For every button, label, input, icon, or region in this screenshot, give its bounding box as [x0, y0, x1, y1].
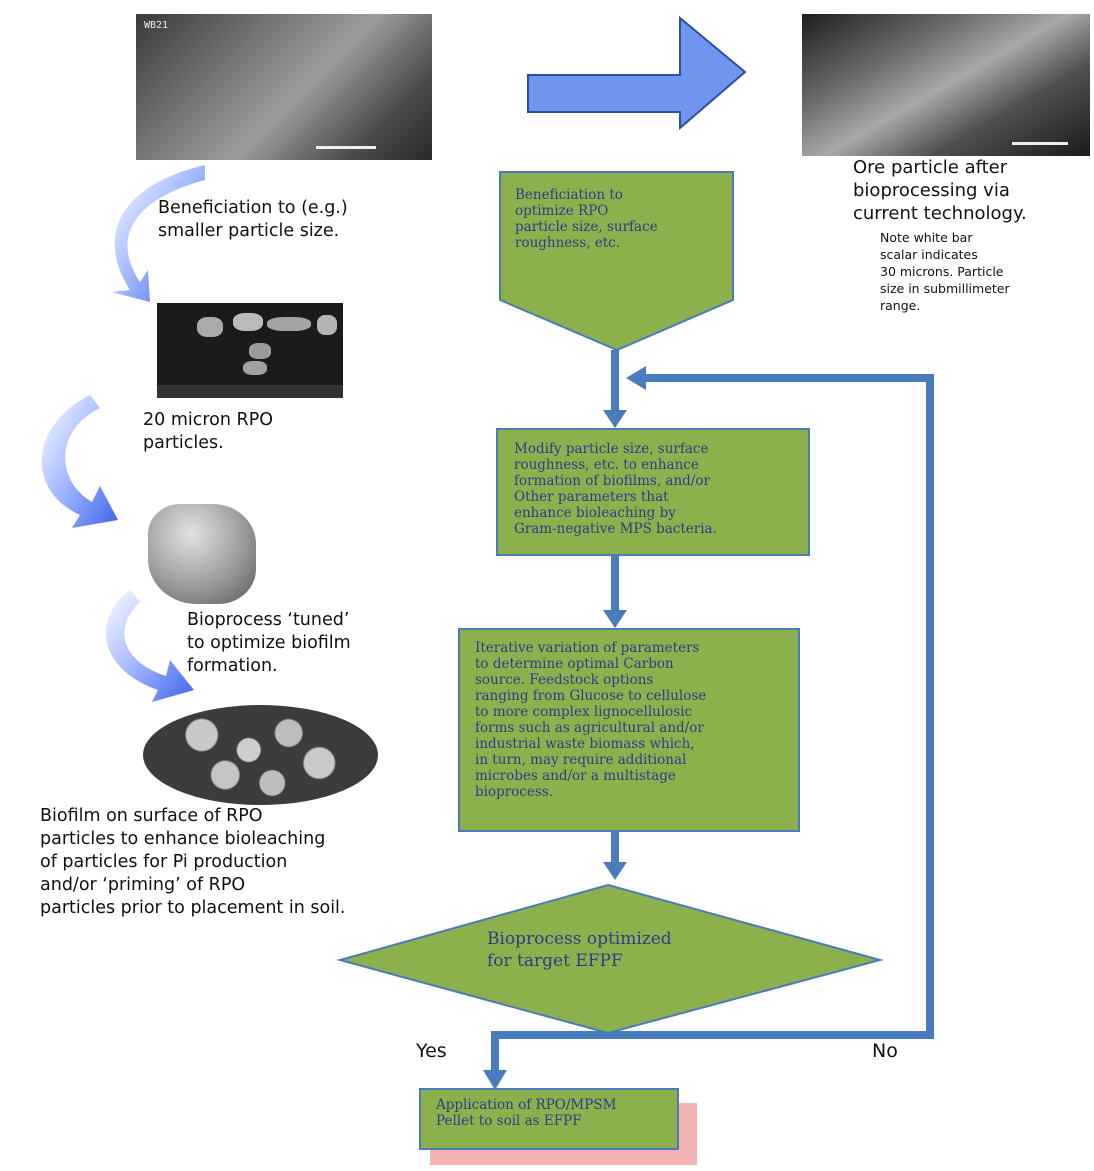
scale-bar	[1012, 142, 1068, 145]
sem-image-single-particle	[148, 504, 256, 604]
no-label: No	[872, 1040, 898, 1062]
final-text: Application of RPO/MPSM Pellet to soil a…	[436, 1097, 617, 1129]
sem-image-ore-after	[802, 14, 1090, 156]
sem-image-rpo-particles	[157, 303, 343, 398]
caption-ore-after: Ore particle after bioprocessing via cur…	[853, 157, 1027, 224]
caption-note-scale: Note white bar scalar indicates 30 micro…	[880, 230, 1010, 313]
step3-box	[458, 628, 800, 832]
step2-box	[496, 428, 810, 556]
curved-arrow-1	[112, 165, 205, 302]
final-box	[419, 1088, 679, 1150]
yes-label: Yes	[416, 1040, 447, 1062]
sem-label: WB21	[144, 20, 169, 31]
caption-biofilm: Biofilm on surface of RPO particles to e…	[40, 806, 346, 918]
decision-text: Bioprocess optimized for target EFPF	[487, 929, 672, 971]
decision-diamond	[336, 883, 884, 1035]
step1-shape	[499, 171, 734, 352]
step2-text: Modify particle size, surface roughness,…	[514, 441, 717, 537]
caption-bioprocess-tuned: Bioprocess ‘tuned’ to optimize biofilm f…	[187, 610, 351, 676]
biofilm-image	[143, 705, 378, 805]
sem-image-ore-top-left: WB21	[136, 14, 432, 160]
scale-bar	[316, 146, 376, 149]
curved-arrow-3	[105, 590, 194, 702]
caption-beneficiation: Beneficiation to (e.g.) smaller particle…	[158, 198, 348, 241]
big-right-arrow	[527, 15, 747, 131]
curved-arrow-2	[41, 395, 118, 528]
step1-text: Beneficiation to optimize RPO particle s…	[515, 187, 658, 251]
step3-text: Iterative variation of parameters to det…	[475, 640, 707, 800]
caption-rpo-particles: 20 micron RPO particles.	[143, 410, 274, 453]
